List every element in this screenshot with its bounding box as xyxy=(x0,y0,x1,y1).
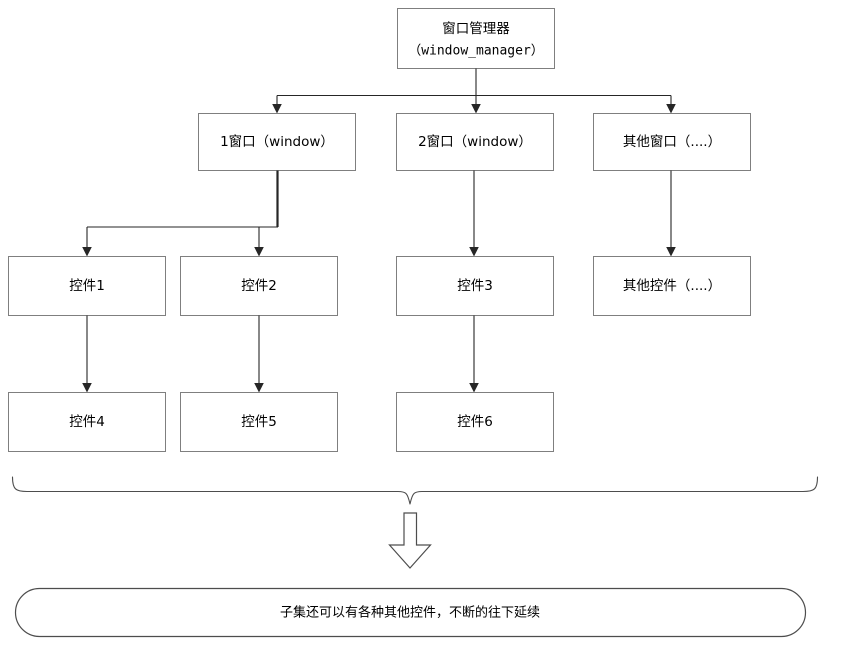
node-widget2[interactable]: 控件2 xyxy=(180,256,338,316)
node-window-manager[interactable]: 窗口管理器 （window_manager） xyxy=(397,8,555,69)
node-widget1-box xyxy=(8,256,166,316)
node-window-manager-label-line1: 窗口管理器 xyxy=(442,20,510,37)
edge-group-window2-to-widget3 xyxy=(469,170,479,257)
node-widget5[interactable]: 控件5 xyxy=(180,392,338,452)
node-window-other[interactable]: 其他窗口（....） xyxy=(593,113,751,171)
node-window1-label: 1窗口（window） xyxy=(220,133,334,150)
arrow-head-window1-to-widget2 xyxy=(254,247,264,257)
arrow-head-root-to-window1 xyxy=(272,104,282,114)
arrow-head-window1-to-widget1 xyxy=(82,247,92,257)
footer-note[interactable]: 子集还可以有各种其他控件，不断的往下延续 xyxy=(14,587,807,638)
arrow-head-widget2-to-widget5 xyxy=(254,383,264,393)
node-widget3[interactable]: 控件3 xyxy=(396,256,554,316)
node-window-manager-box xyxy=(397,8,555,69)
node-window-other-label: 其他窗口（....） xyxy=(623,133,721,150)
edge-group-window-other-to-widget-other xyxy=(666,170,676,257)
node-window2[interactable]: 2窗口（window） xyxy=(396,113,554,171)
node-widget4-box xyxy=(8,392,166,452)
curly-brace-path xyxy=(11,476,819,505)
footer-note-box xyxy=(14,587,807,638)
node-window2-box xyxy=(396,113,554,171)
node-widget3-box xyxy=(396,256,554,316)
node-widget4[interactable]: 控件4 xyxy=(8,392,166,452)
node-widget2-box xyxy=(180,256,338,316)
node-widget6-label: 控件6 xyxy=(457,414,493,430)
node-window1[interactable]: 1窗口（window） xyxy=(198,113,356,171)
footer-note-label: 子集还可以有各种其他控件，不断的往下延续 xyxy=(280,605,540,621)
node-widget2-label: 控件2 xyxy=(241,278,277,294)
edge-group-root-to-windows xyxy=(272,68,676,114)
down-arrow xyxy=(388,512,432,569)
node-widget1[interactable]: 控件1 xyxy=(8,256,166,316)
arrow-head-window-other-to-widget-other xyxy=(666,247,676,257)
node-widget1-label: 控件1 xyxy=(69,278,105,294)
node-window1-box xyxy=(198,113,356,171)
summary-brace xyxy=(11,476,819,505)
down-arrow-shape xyxy=(388,512,432,569)
arrow-head-widget3-to-widget6 xyxy=(469,383,479,393)
node-widget3-label: 控件3 xyxy=(457,278,493,294)
arrow-head-widget1-to-widget4 xyxy=(82,383,92,393)
node-window2-label: 2窗口（window） xyxy=(418,133,532,150)
arrow-head-root-to-window-other xyxy=(666,104,676,114)
node-window-manager-label-line2: （window_manager） xyxy=(408,44,544,59)
node-widget5-label: 控件5 xyxy=(241,414,277,430)
arrow-head-root-to-window2 xyxy=(471,104,481,114)
node-widget-other[interactable]: 其他控件（....） xyxy=(593,256,751,316)
node-widget5-box xyxy=(180,392,338,452)
edge-group-window1-to-widgets xyxy=(82,170,279,257)
node-widget-other-box xyxy=(593,256,751,316)
node-widget6-box xyxy=(396,392,554,452)
node-widget6[interactable]: 控件6 xyxy=(396,392,554,452)
arrow-head-window2-to-widget3 xyxy=(469,247,479,257)
node-widget-other-label: 其他控件（....） xyxy=(623,278,721,294)
node-window-other-box xyxy=(593,113,751,171)
node-widget4-label: 控件4 xyxy=(69,414,105,430)
edge-group-widgets-to-subwidgets xyxy=(82,315,479,393)
